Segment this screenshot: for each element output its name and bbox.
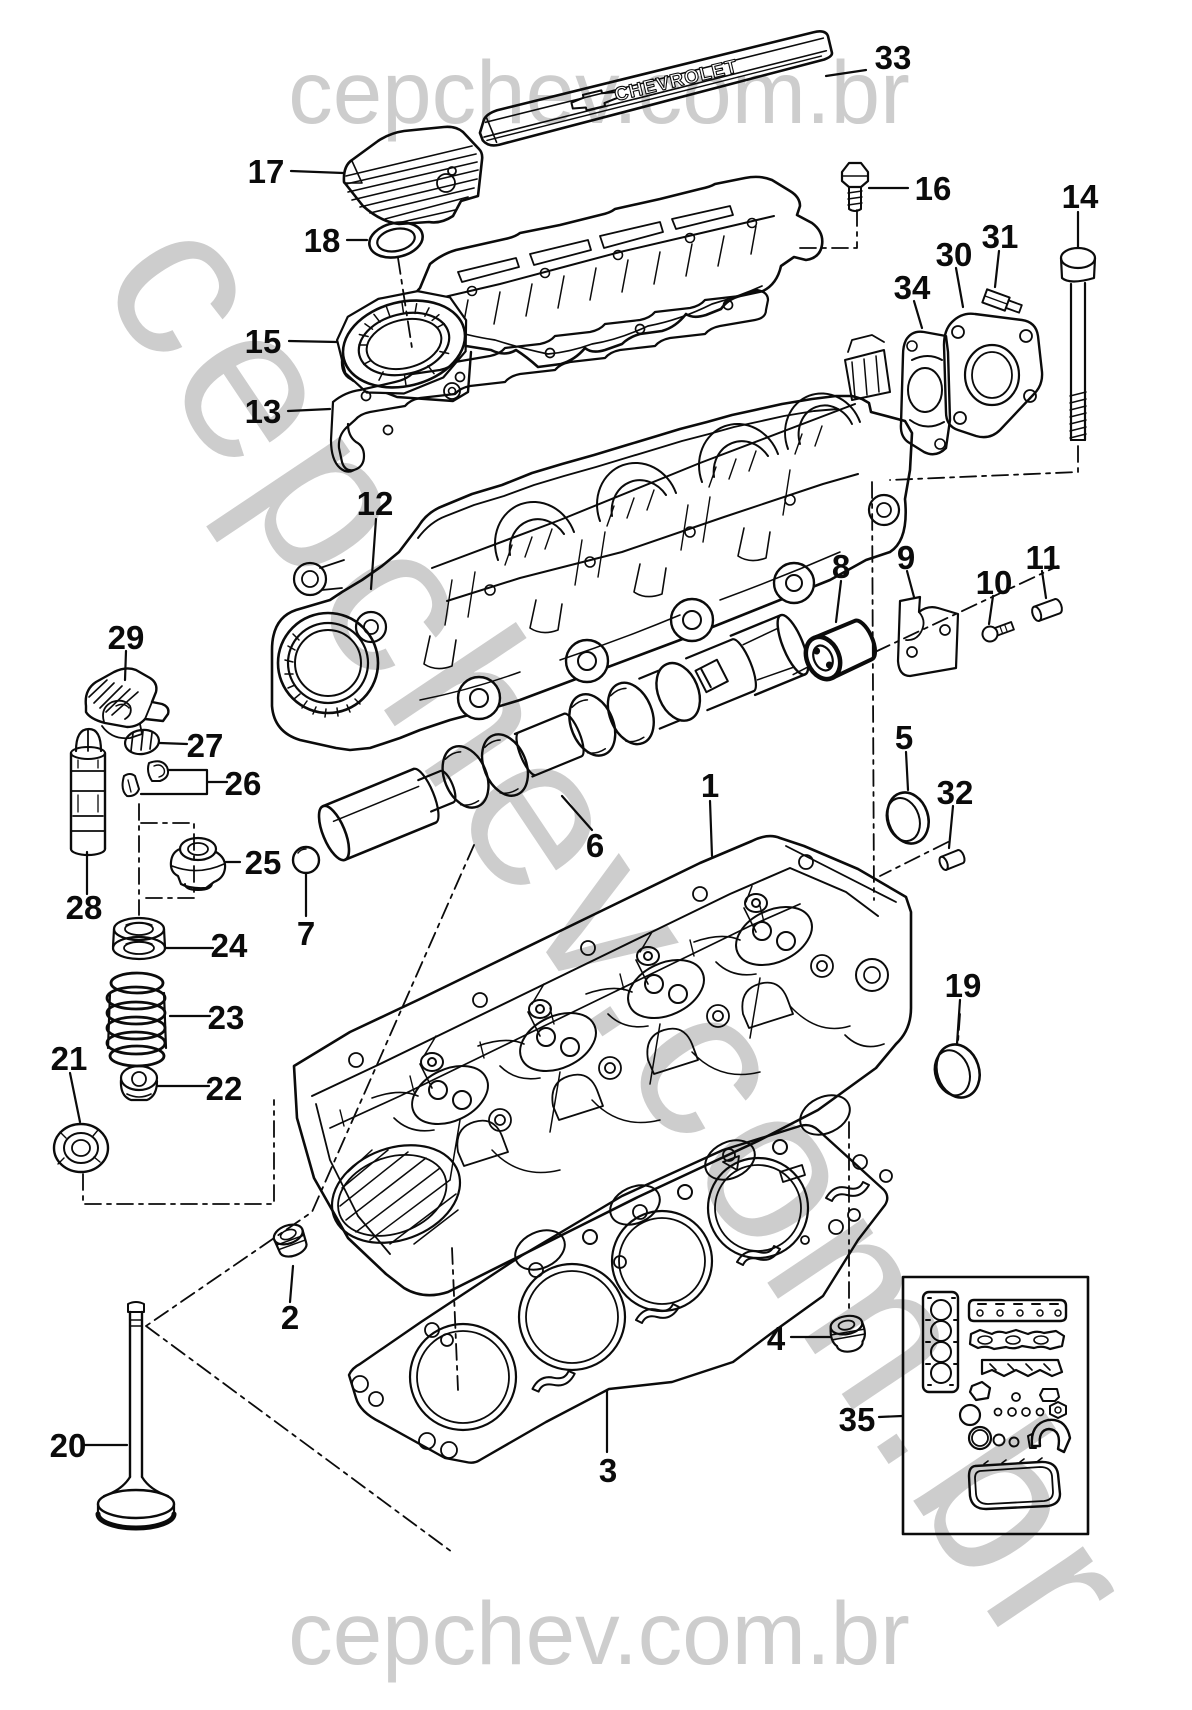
svg-text:8: 8 bbox=[832, 548, 850, 585]
svg-text:28: 28 bbox=[66, 889, 103, 926]
svg-text:1: 1 bbox=[701, 767, 719, 804]
svg-text:22: 22 bbox=[206, 1070, 243, 1107]
svg-text:30: 30 bbox=[936, 236, 973, 273]
svg-text:19: 19 bbox=[945, 967, 982, 1004]
svg-text:15: 15 bbox=[245, 323, 282, 360]
svg-text:3: 3 bbox=[599, 1452, 617, 1489]
svg-text:27: 27 bbox=[187, 727, 224, 764]
svg-text:29: 29 bbox=[108, 619, 145, 656]
svg-text:7: 7 bbox=[297, 915, 315, 952]
svg-text:35: 35 bbox=[839, 1401, 876, 1438]
svg-text:32: 32 bbox=[937, 774, 974, 811]
svg-text:cepchev.com.br: cepchev.com.br bbox=[288, 42, 910, 142]
svg-text:23: 23 bbox=[208, 999, 245, 1036]
svg-text:10: 10 bbox=[976, 564, 1013, 601]
svg-text:5: 5 bbox=[895, 719, 913, 756]
svg-text:25: 25 bbox=[245, 844, 282, 881]
svg-text:12: 12 bbox=[357, 485, 394, 522]
svg-text:17: 17 bbox=[248, 153, 285, 190]
svg-text:24: 24 bbox=[211, 927, 248, 964]
svg-text:11: 11 bbox=[1026, 539, 1061, 576]
svg-text:9: 9 bbox=[897, 539, 915, 576]
svg-text:16: 16 bbox=[915, 170, 952, 207]
svg-text:4: 4 bbox=[767, 1320, 786, 1357]
svg-text:31: 31 bbox=[982, 218, 1019, 255]
svg-text:34: 34 bbox=[894, 269, 931, 306]
svg-text:21: 21 bbox=[51, 1040, 88, 1077]
svg-text:14: 14 bbox=[1062, 178, 1099, 215]
svg-text:6: 6 bbox=[586, 827, 604, 864]
svg-text:33: 33 bbox=[875, 39, 912, 76]
svg-text:cepchev.com.br: cepchev.com.br bbox=[288, 1583, 910, 1683]
svg-text:2: 2 bbox=[281, 1299, 299, 1336]
svg-text:20: 20 bbox=[50, 1427, 87, 1464]
svg-text:18: 18 bbox=[304, 222, 341, 259]
svg-text:26: 26 bbox=[225, 765, 262, 802]
svg-text:13: 13 bbox=[245, 393, 282, 430]
